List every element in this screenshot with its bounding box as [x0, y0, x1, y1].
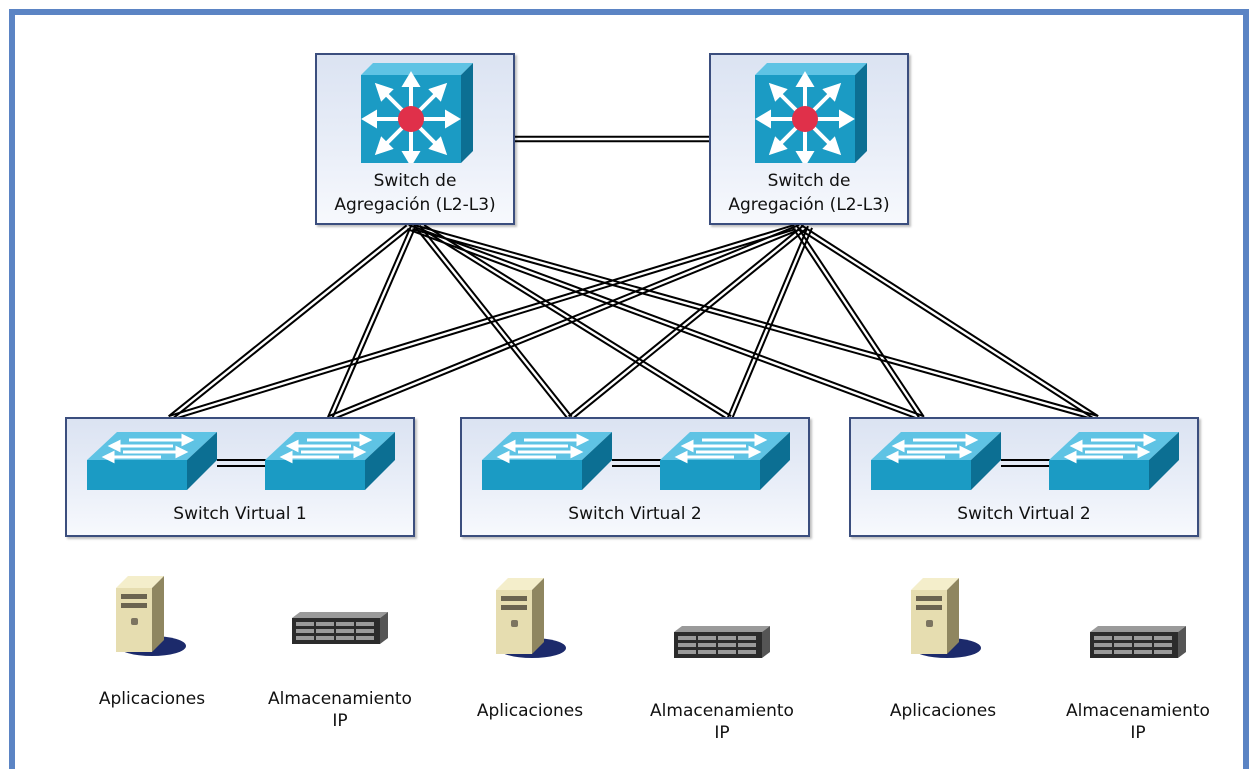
- label-line: Agregación (L2-L3): [334, 195, 496, 215]
- workgroup-switch-icon: [482, 432, 612, 490]
- uplink-agg1-3: [415, 225, 573, 420]
- device-caption-4: Almacenamiento IP: [632, 700, 812, 744]
- uplink-agg1-2: [327, 225, 416, 420]
- server-tower-icon: [496, 578, 566, 658]
- virtual-switch-3-label: Switch Virtual 2: [957, 504, 1091, 524]
- server-tower-icon: [911, 578, 981, 658]
- rack-storage-icon: [674, 626, 770, 658]
- device-caption-3: Aplicaciones: [440, 700, 620, 722]
- uplink-agg1-6: [412, 223, 1098, 422]
- switch-interlink: [217, 459, 267, 467]
- device-caption-6: Almacenamiento IP: [1048, 700, 1228, 744]
- switch-interlink: [612, 459, 662, 467]
- virtual-switch-1-label: Switch Virtual 1: [173, 504, 307, 524]
- aggregation-switch-2: Switch de Agregación (L2-L3): [709, 53, 909, 225]
- uplink-agg2-3: [567, 224, 808, 421]
- uplink-agg2-6: [798, 224, 1099, 421]
- uplink-agg1-1: [167, 224, 411, 421]
- caption-line: Almacenamiento: [650, 701, 794, 721]
- uplink-agg2-2: [328, 224, 802, 421]
- virtual-switch-1: Switch Virtual 1: [65, 417, 415, 537]
- workgroup-switch-icon: [660, 432, 790, 490]
- caption-line: Aplicaciones: [98, 689, 206, 709]
- uplink-agg1-5: [406, 224, 924, 421]
- device-caption-1: Aplicaciones: [62, 688, 242, 710]
- caption-line: Aplicaciones: [476, 701, 584, 721]
- switch-interlink: [1001, 459, 1051, 467]
- rack-storage-icon: [292, 612, 388, 644]
- aggregation-interlink: [515, 135, 709, 143]
- aggregation-switch-1: Switch de Agregación (L2-L3): [315, 53, 515, 225]
- virtual-switch-2-label: Switch Virtual 2: [568, 504, 702, 524]
- device-caption-2: Almacenamiento IP: [250, 688, 430, 732]
- uplink-agg2-4: [727, 225, 813, 420]
- virtual-switch-2: Switch Virtual 2: [460, 417, 810, 537]
- caption-line: Almacenamiento: [268, 689, 412, 709]
- server-tower-icon: [116, 576, 186, 656]
- label-line: Switch de: [767, 171, 851, 191]
- aggregation-switch-1-label: Switch de Agregación (L2-L3): [317, 169, 513, 217]
- caption-line: Almacenamiento: [1066, 701, 1210, 721]
- layer3-switch-icon: [755, 63, 867, 163]
- label-line: Agregación (L2-L3): [728, 195, 890, 215]
- workgroup-switch-icon: [265, 432, 395, 490]
- layer3-switch-icon: [361, 63, 473, 163]
- virtual-switch-3: Switch Virtual 2: [849, 417, 1199, 537]
- rack-storage-icon: [1090, 626, 1186, 658]
- diagram-frame: [9, 9, 1249, 769]
- device-caption-5: Aplicaciones: [853, 700, 1033, 722]
- uplink-agg2-5: [792, 225, 925, 420]
- caption-line: Aplicaciones: [889, 701, 997, 721]
- caption-line: IP: [1130, 723, 1146, 743]
- link-layer: [167, 135, 1099, 422]
- workgroup-switch-icon: [1049, 432, 1179, 490]
- uplink-agg2-1: [169, 223, 796, 422]
- workgroup-switch-icon: [871, 432, 1001, 490]
- workgroup-switch-icon: [87, 432, 217, 490]
- caption-line: IP: [332, 711, 348, 731]
- label-line: Switch de: [373, 171, 457, 191]
- aggregation-switch-2-label: Switch de Agregación (L2-L3): [711, 169, 907, 217]
- caption-line: IP: [714, 723, 730, 743]
